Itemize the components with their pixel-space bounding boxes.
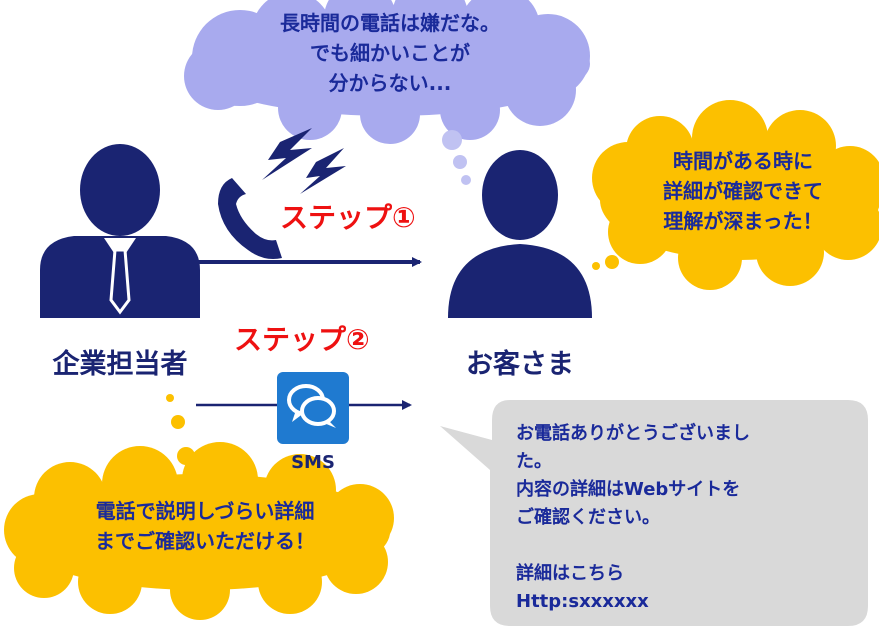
thought-dot xyxy=(453,155,467,169)
right-thought-cloud xyxy=(592,100,879,290)
business-person-icon xyxy=(40,144,200,318)
thought-dot xyxy=(605,255,619,269)
thought-dot xyxy=(177,447,195,465)
thought-dot xyxy=(442,130,462,150)
thought-dot xyxy=(592,262,600,270)
sms-app-icon xyxy=(277,372,349,444)
bottom-thought-cloud xyxy=(4,394,394,620)
sms-message-text: お電話ありがとうございまし た。 内容の詳細はWebサイトを ご確認ください。 … xyxy=(516,423,750,612)
thought-dot xyxy=(171,415,185,429)
chat-bubbles-icon xyxy=(287,384,336,428)
customer-label: お客さま xyxy=(466,349,574,380)
step1-label: ステップ① xyxy=(280,201,416,234)
sms-label: SMS xyxy=(291,452,335,473)
right-cloud-text: 時間がある時に 詳細が確認できて 理解が深まった！ xyxy=(663,149,823,233)
company-label: 企業担当者 xyxy=(52,349,188,380)
thought-dot xyxy=(166,394,174,402)
phone-handset-icon xyxy=(218,178,282,259)
customer-person-icon xyxy=(448,150,592,318)
step2-label: ステップ② xyxy=(234,323,370,356)
lightning-icon xyxy=(262,128,312,180)
lightning-icon xyxy=(300,148,346,194)
thought-dot xyxy=(621,241,639,259)
thought-dot xyxy=(461,175,471,185)
sms-message-bubble xyxy=(440,400,868,626)
top-cloud-text: 長時間の電話は嫌だな。 でも細かいことが 分からない... xyxy=(280,11,500,95)
top-thought-cloud xyxy=(184,0,590,185)
bottom-cloud-text: 電話で説明しづらい詳細 までご確認いただける！ xyxy=(95,499,315,553)
